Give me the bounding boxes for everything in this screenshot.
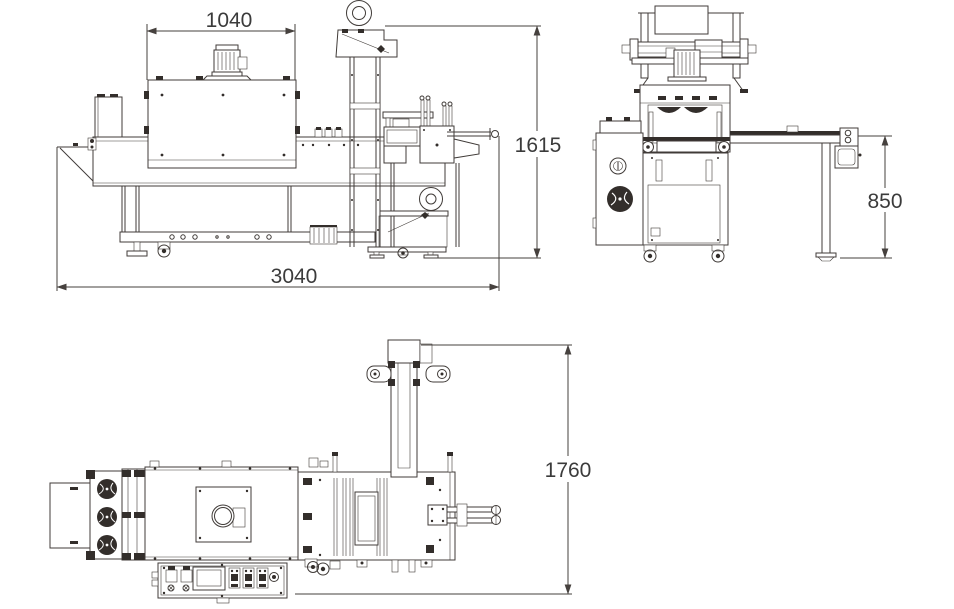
shrink-tunnel: [144, 76, 300, 169]
rocker-switch-2: [242, 567, 255, 589]
outfeed-conveyor: [729, 125, 862, 262]
end-conveyor: [641, 137, 731, 153]
dim-1040: 1040: [146, 9, 296, 80]
selector-switch-2: [180, 566, 193, 592]
plan-view: 1760: [49, 339, 592, 604]
outfeed-ramp: [57, 137, 97, 182]
plan-outfeed-tray: [49, 482, 96, 549]
tunnel-motor: [201, 44, 253, 81]
end-lower-body: [642, 152, 729, 263]
tunnel-fan-right: [684, 107, 708, 113]
tunnel-access-panel: [195, 486, 252, 543]
cooling-fan-2: [97, 507, 117, 527]
control-panel: [151, 562, 288, 604]
outfeed-box: [94, 94, 123, 138]
film-roll-box: [654, 5, 709, 35]
electrical-cabinet: [592, 117, 644, 246]
push-button: [269, 572, 279, 582]
tower-top-bracket: [335, 29, 398, 58]
discharge-chute: [453, 138, 480, 159]
sealing-unit: [378, 95, 499, 248]
dim-3040: 3040: [56, 136, 500, 291]
plan-film-tower: [366, 339, 451, 478]
dim-1615: 1615: [385, 25, 562, 259]
cooling-fan-1: [97, 479, 117, 499]
cooling-fan-3: [97, 535, 117, 555]
dim-1760: 1760: [295, 344, 592, 595]
rack-detail: [309, 225, 338, 245]
plan-under-fittings: [304, 558, 433, 576]
dim-label-1615: 1615: [515, 134, 562, 157]
rocker-switch-3: [256, 567, 269, 589]
guide-arm-end: [491, 130, 499, 138]
plan-guide-arms: [427, 503, 501, 527]
plan-fan-section: [86, 470, 123, 560]
tunnel-window: [211, 504, 235, 528]
end-view: 850: [592, 5, 904, 263]
film-roll-top: [346, 0, 372, 26]
plan-column-strips: [121, 468, 146, 561]
dim-label-3040: 3040: [271, 265, 318, 288]
plan-tunnel: [144, 460, 299, 561]
dim-label-850: 850: [867, 190, 902, 213]
tunnel-fan-left: [657, 107, 681, 113]
conveyor-leg: [821, 142, 831, 254]
infeed-guides: [314, 127, 343, 138]
base-frame: [119, 186, 376, 258]
dim-label-1040: 1040: [206, 9, 253, 32]
side-view: 1040 3040 1615: [56, 0, 562, 291]
dim-850: 850: [840, 135, 904, 259]
film-roll-lower: [419, 187, 443, 211]
selector-switch-1: [165, 566, 178, 592]
dim-label-1760: 1760: [545, 459, 592, 482]
end-motor: [665, 39, 723, 82]
rocker-switch-1: [228, 567, 241, 589]
touch-display: [192, 566, 226, 591]
